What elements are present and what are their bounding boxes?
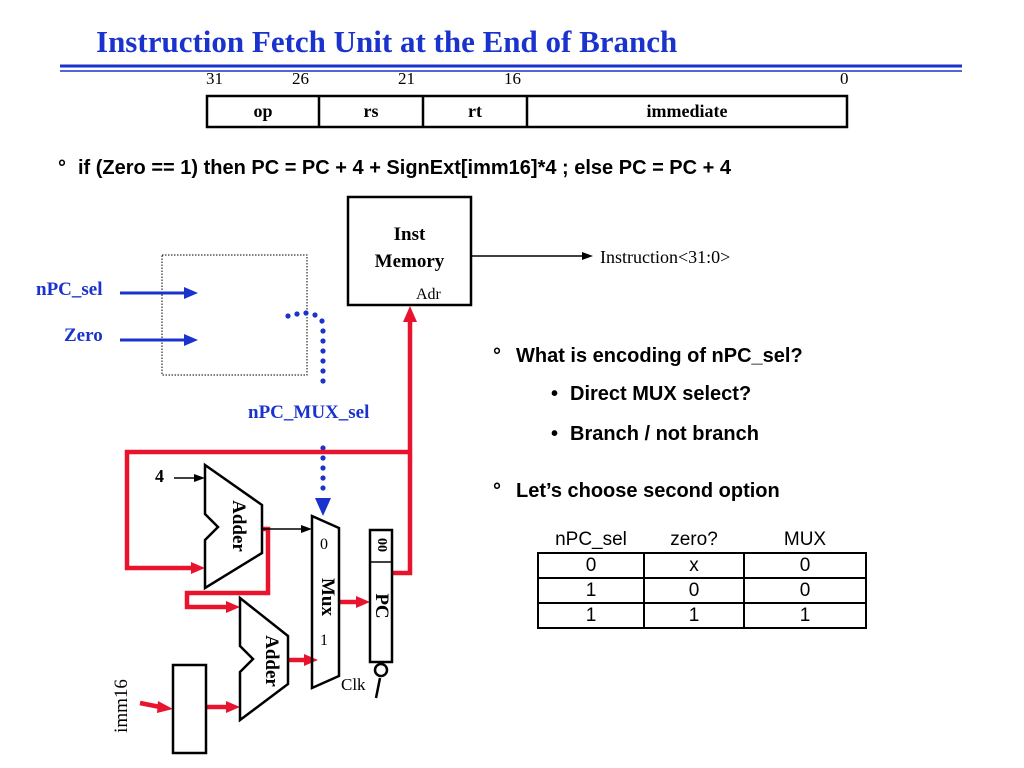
bit-label-26: 26 [292, 69, 309, 88]
mux-label: Mux [317, 578, 338, 616]
sub1-text: Direct MUX select? [570, 383, 752, 405]
imm16-label: imm16 [111, 679, 132, 733]
npc-mux-sel-dotted-line [285, 310, 331, 516]
question2-text: Let’s choose second option [516, 480, 780, 502]
adder-bottom-label: Adder [261, 635, 282, 687]
header-npc-sel: nPC_sel [555, 529, 627, 550]
pc-register [368, 528, 394, 664]
four-arrow [174, 474, 205, 482]
table-row: 0 x 0 [537, 552, 867, 579]
npc-mux-sel-label: nPC_MUX_sel [248, 402, 370, 423]
cell-zero: x [643, 552, 745, 579]
question2-bullet-marker: ° [493, 480, 501, 502]
sub2-bullet-marker: • [551, 423, 559, 445]
cell-mux: 1 [743, 602, 867, 629]
constant-four-label: 4 [155, 466, 164, 486]
cell-zero: 0 [643, 577, 745, 604]
table-row: 1 1 1 [537, 602, 867, 629]
truth-table-header-row: nPC_sel zero? MUX [538, 528, 866, 553]
mux-shape [310, 514, 341, 690]
condition-text: if (Zero == 1) then PC = PC + 4 + SignEx… [78, 157, 732, 179]
zero-arrow [120, 334, 198, 346]
field-immediate: immediate [646, 101, 728, 121]
cell-npc-sel: 1 [537, 602, 645, 629]
mux-input-1-label: 1 [320, 632, 328, 649]
sign-extend-box [171, 663, 208, 755]
slide-title: Instruction Fetch Unit at the End of Bra… [96, 24, 678, 59]
question1-bullet-marker: ° [493, 345, 501, 367]
inst-memory-box [346, 195, 473, 307]
control-logic-box [161, 254, 308, 376]
zero-label: Zero [64, 325, 103, 346]
title-underline [60, 64, 962, 72]
adder-bottom-shape [238, 595, 290, 723]
cell-npc-sel: 0 [537, 552, 645, 579]
bit-label-0: 0 [840, 69, 849, 88]
adder-top-shape [203, 462, 264, 591]
field-op: op [253, 101, 273, 121]
adr-label: Adr [416, 286, 441, 303]
clk-label: Clk [341, 675, 366, 694]
cell-zero: 1 [643, 602, 745, 629]
bit-label-31: 31 [206, 69, 223, 88]
header-zero: zero? [670, 529, 718, 550]
pc-low-bits-label: 00 [374, 538, 389, 552]
adder-top-label: Adder [228, 500, 249, 552]
adder-to-mux-arrow [262, 525, 312, 533]
sub1-bullet-marker: • [551, 383, 559, 405]
npc-sel-truth-table: nPC_sel zero? MUX 0 x 0 1 0 0 1 1 1 [537, 528, 867, 629]
pc-label: PC [371, 593, 392, 619]
cell-mux: 0 [743, 552, 867, 579]
field-rs: rs [363, 101, 379, 121]
sub2-text: Branch / not branch [570, 423, 759, 445]
clock-input [373, 662, 389, 699]
bit-label-16: 16 [504, 69, 521, 88]
header-mux: MUX [783, 529, 827, 550]
inst-memory-label-line1: Inst [393, 224, 426, 245]
condition-bullet-marker: ° [58, 157, 66, 179]
question1-text: What is encoding of nPC_sel? [516, 345, 803, 367]
mux-input-0-label: 0 [320, 536, 328, 553]
bit-label-21: 21 [398, 69, 415, 88]
instruction-out-arrow [471, 252, 593, 260]
npc-sel-label: nPC_sel [36, 279, 103, 300]
instruction-out-label: Instruction<31:0> [600, 247, 731, 267]
cell-mux: 0 [743, 577, 867, 604]
field-rt: rt [468, 101, 482, 121]
inst-memory-label-line2: Memory [374, 251, 445, 272]
cell-npc-sel: 1 [537, 577, 645, 604]
table-row: 1 0 0 [537, 577, 867, 604]
npc-sel-arrow [120, 287, 198, 299]
instruction-format-box [205, 94, 849, 129]
